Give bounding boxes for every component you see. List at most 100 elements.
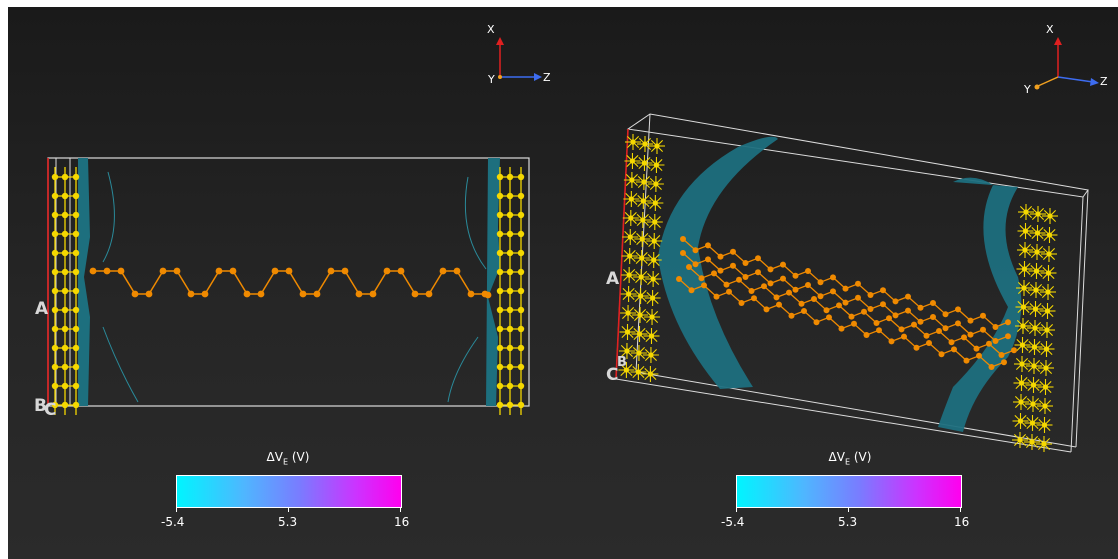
right-isosurface-right	[938, 177, 1022, 432]
atom	[1031, 363, 1037, 369]
atom	[61, 325, 69, 333]
atom	[653, 162, 660, 168]
left-colorbar-mid: 5.3	[278, 515, 298, 529]
atom	[506, 173, 514, 181]
atom	[1022, 247, 1028, 253]
atom	[905, 307, 911, 314]
atom	[1021, 285, 1027, 291]
atom	[61, 173, 69, 181]
3d-viewport[interactable]: X Y Z X Y Z A B C A B C ΔVE (V) -5.4 5.3…	[8, 7, 1118, 559]
atom	[842, 299, 849, 306]
left-cell-label-b: B	[34, 396, 47, 416]
atom	[826, 314, 832, 321]
atom	[942, 311, 949, 318]
atom	[676, 276, 682, 282]
atom	[873, 320, 880, 326]
atom	[257, 290, 265, 298]
atom	[61, 268, 69, 276]
atom	[506, 363, 514, 371]
atom	[998, 352, 1005, 358]
atom	[680, 250, 686, 256]
atom	[72, 249, 80, 257]
atom	[640, 198, 646, 204]
atom	[72, 230, 80, 238]
atom	[517, 401, 525, 409]
atom	[705, 242, 711, 249]
right-axis-y-label: Y	[1024, 83, 1031, 96]
atom	[686, 264, 692, 270]
atom	[1017, 437, 1023, 443]
atom	[698, 275, 705, 282]
atom	[913, 344, 920, 351]
atom	[496, 325, 504, 333]
atom	[948, 339, 955, 346]
atom	[625, 310, 631, 316]
atom	[51, 230, 59, 238]
atom	[517, 249, 525, 257]
atom	[453, 267, 461, 275]
atom	[285, 267, 293, 275]
atom	[1046, 232, 1053, 238]
atom	[776, 301, 782, 308]
atom	[215, 267, 223, 275]
atom	[876, 327, 882, 334]
bond	[148, 270, 164, 295]
atom	[626, 272, 632, 278]
atom	[798, 300, 805, 307]
right-axis-triad	[1034, 37, 1099, 90]
bond	[120, 270, 136, 295]
atom	[61, 249, 69, 257]
atom	[792, 272, 799, 279]
atom	[1005, 333, 1011, 340]
atom	[51, 173, 59, 181]
atom	[629, 177, 635, 183]
atom	[145, 290, 153, 298]
atom	[506, 401, 514, 409]
atom	[823, 307, 830, 314]
atom	[763, 306, 770, 313]
atom	[201, 290, 209, 298]
atom	[61, 344, 69, 352]
atom	[867, 292, 874, 298]
structure-scene[interactable]	[8, 7, 1118, 559]
atom	[627, 234, 633, 240]
atom	[496, 287, 504, 295]
bond	[260, 270, 276, 295]
atom	[51, 249, 59, 257]
atom	[651, 238, 657, 244]
left-axis-y-label: Y	[488, 73, 495, 86]
atom	[786, 289, 792, 296]
atom	[61, 363, 69, 371]
atom	[61, 192, 69, 200]
atom	[888, 338, 895, 345]
atom	[648, 352, 654, 358]
left-panel-structure	[47, 37, 542, 415]
atom	[680, 236, 686, 242]
atom	[980, 326, 986, 333]
atom	[636, 331, 643, 337]
atom	[506, 306, 514, 314]
atom	[942, 325, 949, 332]
atom	[61, 306, 69, 314]
atom	[723, 281, 730, 288]
right-colorbar-mid: 5.3	[838, 515, 858, 529]
bond	[232, 270, 248, 295]
atom	[992, 324, 999, 330]
atom	[1044, 308, 1051, 314]
left-colorbar-min: -5.4	[161, 515, 185, 529]
atom	[506, 249, 514, 257]
atom	[51, 363, 59, 371]
atom	[767, 280, 774, 287]
atom	[867, 306, 874, 312]
atom	[1029, 420, 1036, 426]
atom	[1020, 304, 1027, 310]
atom	[652, 200, 658, 206]
bond	[316, 270, 332, 295]
atom	[738, 300, 745, 306]
atom	[467, 290, 475, 298]
atom	[628, 196, 634, 202]
atom	[243, 290, 251, 298]
atom	[773, 294, 780, 301]
atom	[72, 287, 80, 295]
atom	[341, 267, 349, 275]
